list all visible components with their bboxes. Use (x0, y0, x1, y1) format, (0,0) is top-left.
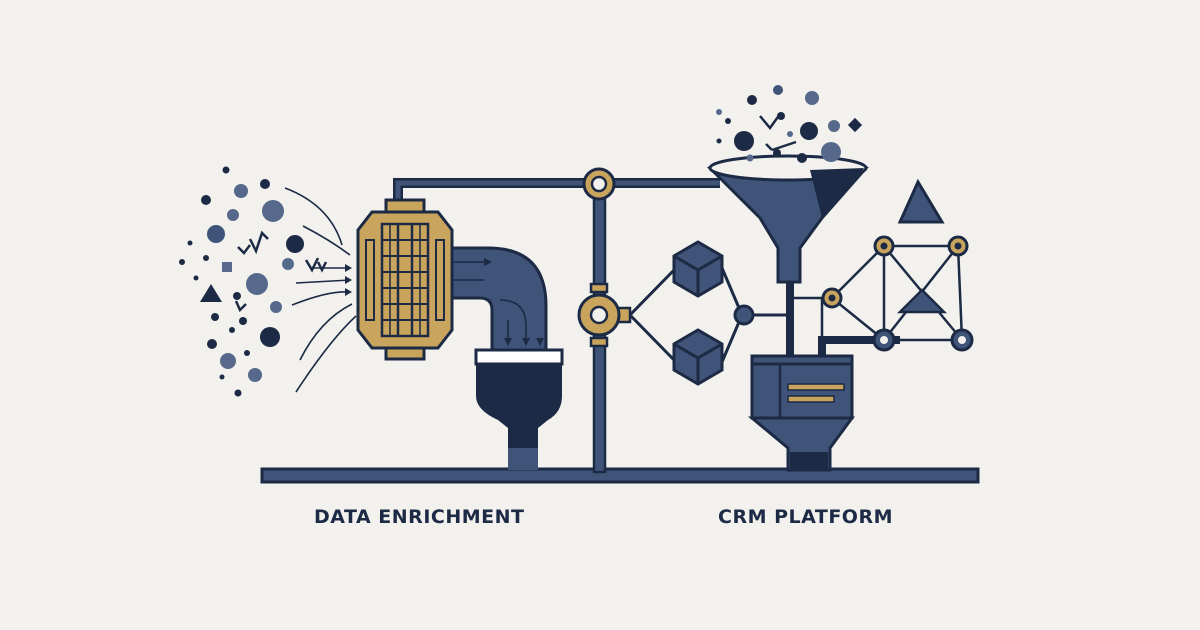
data-particles-top (716, 85, 863, 163)
upper-pipe (393, 178, 720, 216)
cube-icon (628, 240, 744, 386)
base-rail (260, 467, 980, 484)
valve-middle-icon (577, 282, 632, 348)
flow-arrowheads (345, 264, 352, 296)
crm-processor-icon (747, 336, 900, 472)
junction-node (733, 304, 755, 326)
network-graph-icon (790, 178, 974, 352)
crm-platform-label: CRM PLATFORM (718, 506, 893, 528)
data-enrichment-label: DATA ENRICHMENT (314, 506, 525, 528)
enrichment-filter-icon (356, 198, 454, 361)
valve-upper-icon (582, 167, 616, 201)
funnel-icon (706, 154, 869, 356)
data-particles-left (179, 166, 304, 397)
chevron-glyphs-top (759, 113, 797, 152)
collection-hopper-icon (474, 348, 564, 470)
curved-pipe (450, 246, 548, 352)
chevron-glyphs (234, 230, 328, 313)
